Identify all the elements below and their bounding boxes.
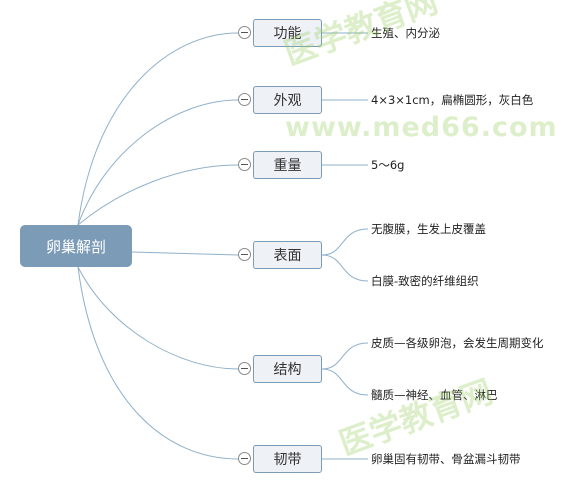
- branch-label: 功能: [273, 26, 302, 42]
- branch-label: 表面: [273, 248, 302, 264]
- connector-leaf-jiegou-2: [321, 368, 369, 396]
- collapse-toggle-rendai[interactable]: [238, 452, 251, 465]
- branch-node-zhongliang[interactable]: 重量: [253, 151, 322, 179]
- collapse-toggle-waiguan[interactable]: [238, 93, 251, 106]
- branch-node-rendai[interactable]: 韧带: [253, 445, 322, 473]
- connector-root-rendai: [77, 266, 239, 460]
- connector-leaf-biaomian-2: [321, 254, 369, 282]
- branch-label: 结构: [273, 362, 302, 378]
- branch-node-jiegou[interactable]: 结构: [253, 355, 322, 383]
- collapse-toggle-jiegou[interactable]: [238, 362, 251, 375]
- leaf-text: 白膜-致密的纤维组织: [371, 274, 479, 288]
- leaf-text: 生殖、内分泌: [371, 26, 440, 40]
- leaf-text: 卵巢固有韧带、骨盆漏斗韧带: [371, 452, 521, 466]
- branch-label: 韧带: [273, 452, 302, 468]
- connector-root-zhongliang: [77, 164, 239, 226]
- connector-root-waiguan: [77, 99, 239, 226]
- connector-leaf-biaomian-1: [321, 228, 369, 256]
- connector-root-biaomian: [131, 251, 239, 256]
- collapse-toggle-biaomian[interactable]: [238, 248, 251, 261]
- collapse-toggle-gongneng[interactable]: [238, 26, 251, 39]
- branch-node-biaomian[interactable]: 表面: [253, 241, 322, 269]
- connector-leaf-jiegou-1: [321, 342, 369, 370]
- leaf-text: 髓质—神经、血管、淋巴: [371, 388, 498, 402]
- branch-label: 外观: [273, 93, 302, 109]
- connector-root-gongneng: [77, 32, 239, 226]
- collapse-toggle-zhongliang[interactable]: [238, 158, 251, 171]
- leaf-text: 5～6g: [371, 158, 405, 172]
- leaf-text: 皮质—各级卵泡，会发生周期变化: [371, 336, 544, 350]
- branch-node-waiguan[interactable]: 外观: [253, 86, 322, 114]
- leaf-text: 无腹膜，生发上皮覆盖: [371, 222, 486, 236]
- connector-root-jiegou: [77, 266, 239, 370]
- root-label: 卵巢解剖: [45, 237, 106, 256]
- branch-node-gongneng[interactable]: 功能: [253, 19, 322, 47]
- branch-label: 重量: [273, 158, 302, 174]
- leaf-text: 4×3×1cm，扁椭圆形，灰白色: [371, 93, 534, 107]
- root-node[interactable]: 卵巢解剖: [20, 225, 132, 267]
